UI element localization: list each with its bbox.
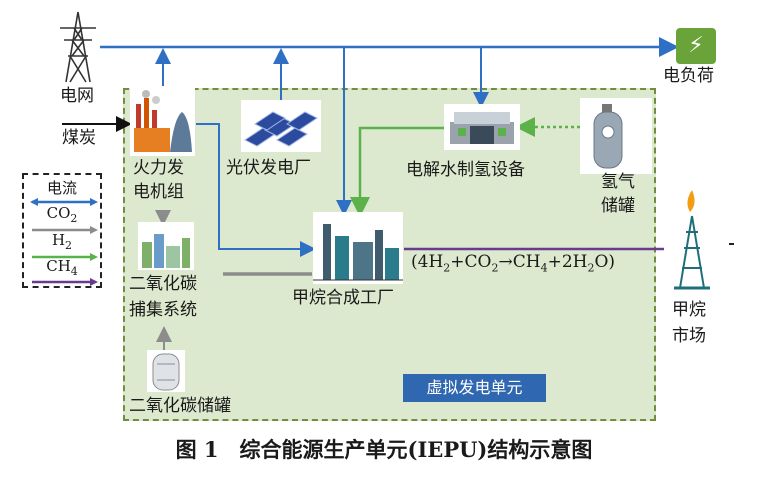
- power-tower-icon: [60, 11, 96, 83]
- legend-arrow-co2: [32, 226, 98, 234]
- virtual-power-unit-tag: 虚拟发电单元: [403, 374, 546, 402]
- legend-arrow-current: [30, 198, 98, 206]
- h2-tank-label-2: 储罐: [601, 196, 635, 216]
- methanation-label: 甲烷合成工厂: [292, 288, 394, 308]
- electrolyzer-label: 电解水制氢设备: [406, 160, 525, 180]
- electrolyzer-to-methanation: [350, 126, 444, 217]
- thermal-plant-image: [130, 88, 195, 156]
- co2-tank-image: [147, 350, 185, 392]
- legend-label-co2: CO2: [46, 204, 78, 225]
- reaction-formula: (4H2+CO2→CH4+2H2O): [411, 252, 616, 275]
- pv-label: 光伏发电厂: [226, 158, 311, 178]
- legend-label-h2: H2: [51, 231, 73, 252]
- solar-farm-image: [241, 100, 321, 152]
- thermal-to-methanation: [196, 123, 316, 257]
- legend-label-ch4: CH4: [46, 257, 78, 278]
- capture-label-2: 捕集系统: [129, 300, 197, 320]
- coal-label: 煤炭: [62, 128, 96, 148]
- figure-caption: 图 1 综合能源生产单元(IEPU)结构示意图: [175, 437, 593, 462]
- legend: 电流 CO2 H2 CH4: [22, 173, 102, 288]
- market-label-1: 甲烷: [672, 300, 706, 320]
- thermal-label-2: 电机组: [133, 182, 184, 202]
- h2-tank-label-1: 氢气: [601, 172, 635, 192]
- methanation-plant-image: [313, 212, 403, 284]
- load-label: 电负荷: [663, 66, 714, 86]
- market-label-2: 市场: [672, 326, 706, 346]
- legend-arrow-h2: [32, 253, 98, 261]
- co2-tank-label: 二氧化碳储罐: [129, 396, 231, 416]
- thermal-label-1: 火力发: [133, 158, 184, 178]
- legend-label-current: 电流: [46, 179, 77, 197]
- co2-capture-image: [138, 222, 194, 270]
- methane-market-icon: [674, 190, 710, 290]
- hydrogen-tank-image: [580, 98, 652, 174]
- electric-load-icon: ⚡: [676, 28, 716, 64]
- grid-label: 电网: [60, 86, 94, 106]
- legend-arrow-ch4: [32, 278, 98, 286]
- capture-label-1: 二氧化碳: [129, 274, 197, 294]
- electrolyzer-image: [444, 104, 520, 150]
